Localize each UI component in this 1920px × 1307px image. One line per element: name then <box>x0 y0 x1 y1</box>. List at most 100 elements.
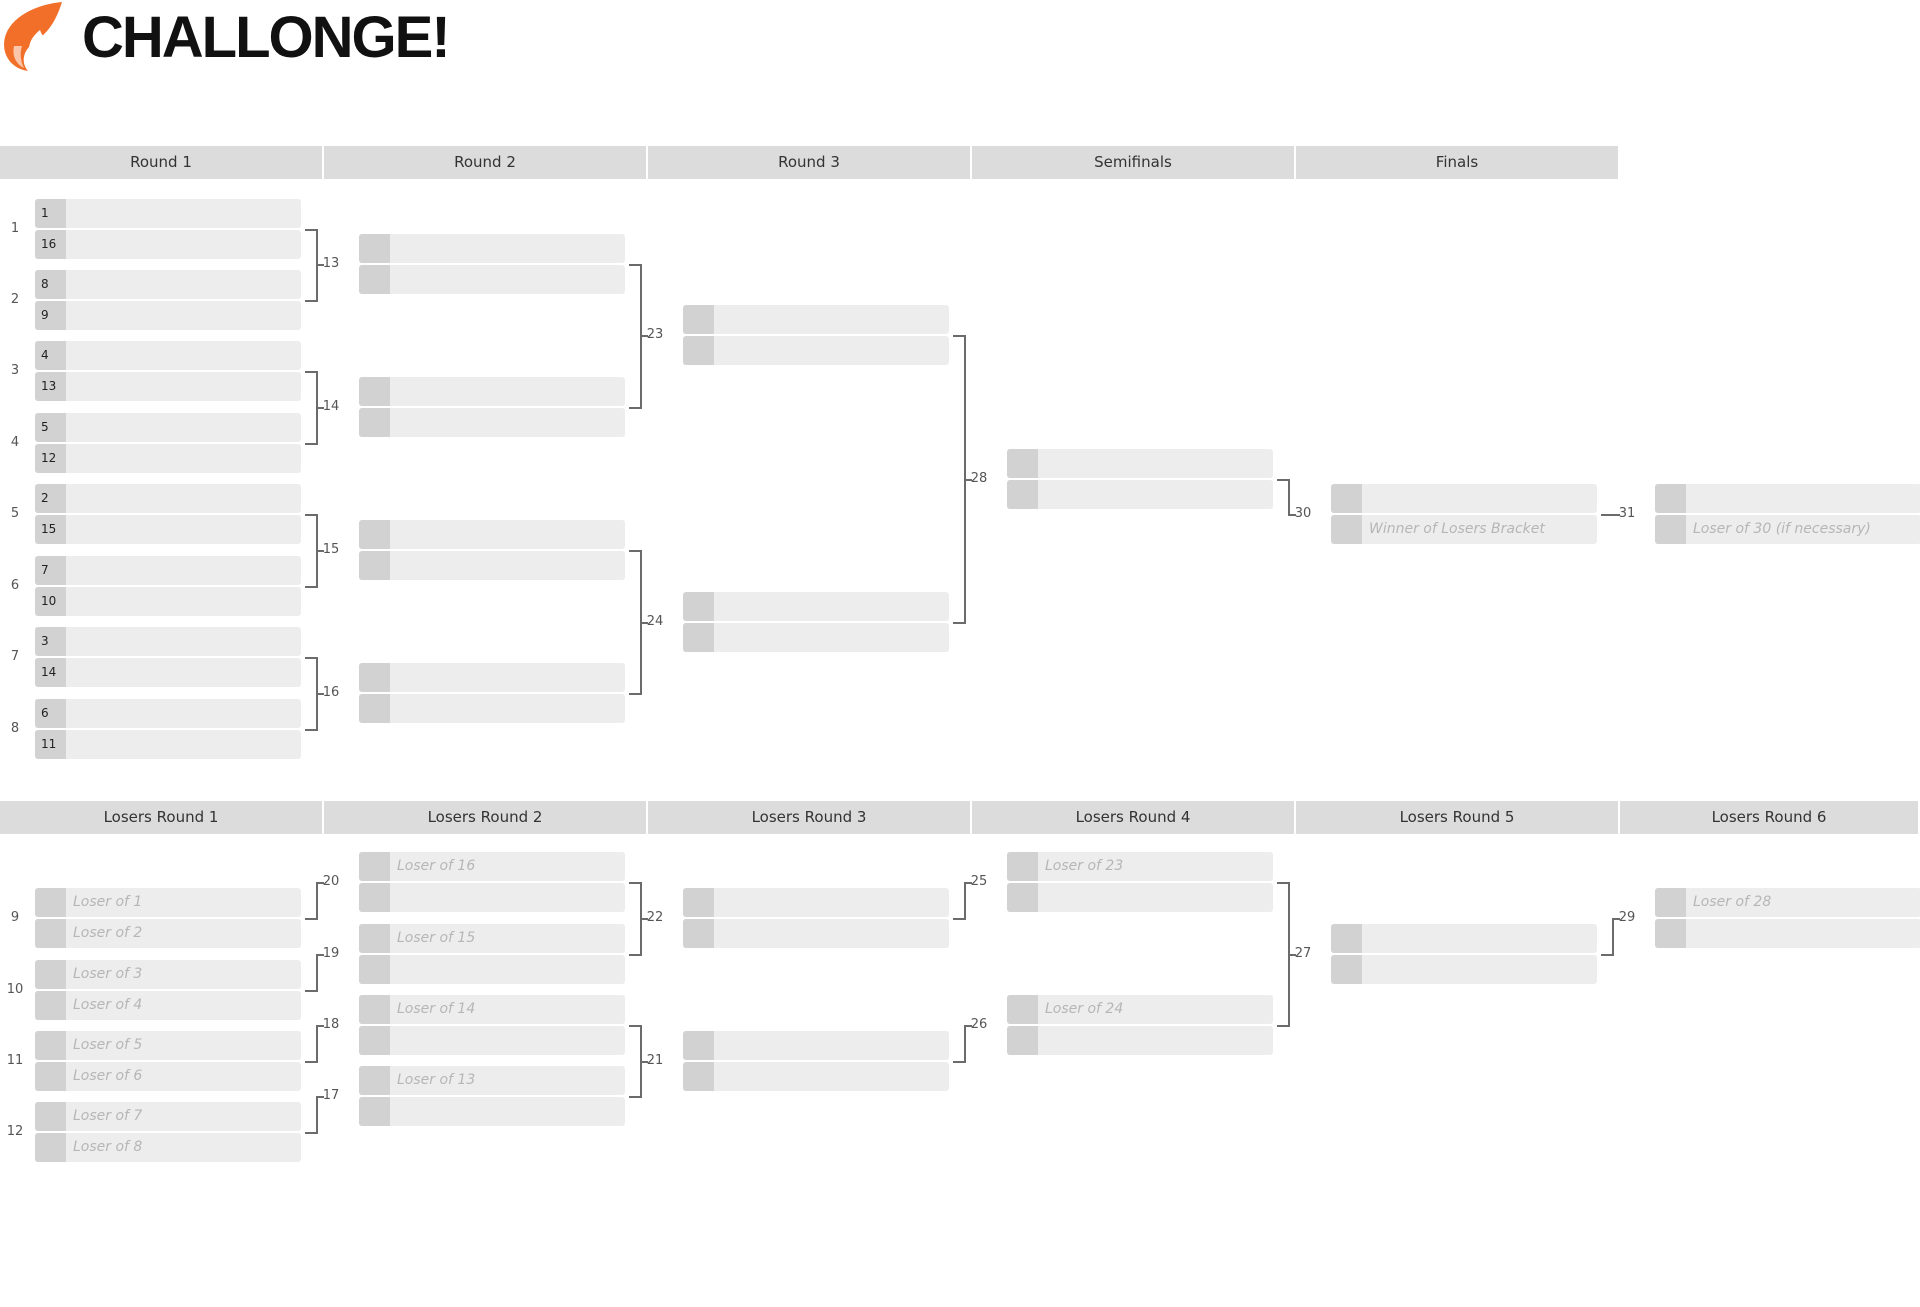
player-slot[interactable] <box>683 888 949 917</box>
player-slot[interactable] <box>359 1097 625 1126</box>
player-slot[interactable]: 3 <box>35 627 301 656</box>
challonge-logo[interactable]: CHALLONGE! <box>0 0 451 76</box>
match-number: 25 <box>970 874 988 889</box>
player-slot[interactable]: Loser of 24 <box>1007 995 1273 1024</box>
player-slot[interactable] <box>1007 1026 1273 1055</box>
match-card[interactable] <box>683 1031 949 1091</box>
match-card[interactable]: Loser of 13 <box>359 1066 625 1126</box>
player-slot[interactable] <box>683 1062 949 1091</box>
player-slot[interactable] <box>359 694 625 723</box>
player-slot[interactable]: 14 <box>35 658 301 687</box>
player-slot[interactable]: 16 <box>35 230 301 259</box>
bracket-connector <box>305 229 317 231</box>
player-slot[interactable]: Loser of 14 <box>359 995 625 1024</box>
match-card[interactable] <box>359 234 625 294</box>
player-slot[interactable] <box>683 919 949 948</box>
match-card[interactable]: Loser of 14 <box>359 995 625 1055</box>
player-slot[interactable] <box>359 520 625 549</box>
player-slot[interactable] <box>359 234 625 263</box>
match-card[interactable] <box>1331 924 1597 984</box>
match-card[interactable]: Loser of 23 <box>1007 852 1273 912</box>
player-slot[interactable]: Loser of 23 <box>1007 852 1273 881</box>
player-slot[interactable]: 12 <box>35 444 301 473</box>
match-card[interactable] <box>359 520 625 580</box>
player-slot[interactable]: 7 <box>35 556 301 585</box>
player-slot[interactable]: Loser of 13 <box>359 1066 625 1095</box>
player-slot[interactable]: Loser of 2 <box>35 919 301 948</box>
player-slot[interactable]: Winner of Losers Bracket <box>1331 515 1597 544</box>
match-card[interactable]: Loser of 15 <box>359 924 625 984</box>
player-slot[interactable]: Loser of 1 <box>35 888 301 917</box>
player-slot[interactable] <box>359 377 625 406</box>
match-card[interactable] <box>683 888 949 948</box>
player-slot[interactable]: Loser of 4 <box>35 991 301 1020</box>
player-slot[interactable] <box>1331 924 1597 953</box>
player-slot[interactable] <box>683 305 949 334</box>
player-slot[interactable]: Loser of 8 <box>35 1133 301 1162</box>
player-slot[interactable] <box>359 883 625 912</box>
player-slot[interactable]: 4 <box>35 341 301 370</box>
match-card[interactable] <box>1007 449 1273 509</box>
player-slot[interactable]: 5 <box>35 413 301 442</box>
player-slot[interactable] <box>1007 480 1273 509</box>
player-slot[interactable] <box>359 408 625 437</box>
player-slot[interactable] <box>1007 883 1273 912</box>
match-card[interactable] <box>359 663 625 723</box>
player-slot[interactable] <box>1007 449 1273 478</box>
player-slot[interactable]: 15 <box>35 515 301 544</box>
player-slot[interactable]: 9 <box>35 301 301 330</box>
player-slot[interactable]: 2 <box>35 484 301 513</box>
player-name: Loser of 24 <box>1045 1001 1124 1017</box>
player-slot[interactable]: Loser of 16 <box>359 852 625 881</box>
player-slot[interactable]: 13 <box>35 372 301 401</box>
match-card[interactable]: Loser of 16 <box>359 852 625 912</box>
player-slot[interactable]: 1 <box>35 199 301 228</box>
player-slot[interactable]: 8 <box>35 270 301 299</box>
player-slot[interactable] <box>683 623 949 652</box>
match-card[interactable]: Loser of 24 <box>1007 995 1273 1055</box>
player-slot[interactable]: Loser of 7 <box>35 1102 301 1131</box>
player-slot[interactable]: 6 <box>35 699 301 728</box>
match-card[interactable] <box>359 377 625 437</box>
player-slot[interactable] <box>359 955 625 984</box>
player-slot[interactable] <box>359 265 625 294</box>
player-slot[interactable] <box>1655 919 1920 948</box>
match-card[interactable] <box>683 592 949 652</box>
match-card[interactable] <box>683 305 949 365</box>
winners-round-header: Semifinals <box>972 146 1296 179</box>
player-slot[interactable]: Loser of 6 <box>35 1062 301 1091</box>
player-slot[interactable] <box>1331 955 1597 984</box>
player-slot[interactable] <box>359 663 625 692</box>
seed-badge <box>359 551 390 580</box>
player-slot[interactable]: Loser of 5 <box>35 1031 301 1060</box>
bracket-connector <box>316 264 324 266</box>
player-slot[interactable] <box>359 551 625 580</box>
player-slot[interactable] <box>359 1026 625 1055</box>
player-slot[interactable] <box>683 336 949 365</box>
player-slot[interactable]: Loser of 3 <box>35 960 301 989</box>
player-slot[interactable] <box>683 592 949 621</box>
player-slot[interactable] <box>1655 484 1920 513</box>
player-slot[interactable]: Loser of 15 <box>359 924 625 953</box>
match-card[interactable]: Loser of 30 (if necessary) <box>1655 484 1920 544</box>
player-slot[interactable]: 11 <box>35 730 301 759</box>
match-card[interactable]: Loser of 28 <box>1655 888 1920 948</box>
player-slot[interactable]: Loser of 30 (if necessary) <box>1655 515 1920 544</box>
match-card[interactable]: Winner of Losers Bracket <box>1331 484 1597 544</box>
player-slot[interactable] <box>1331 484 1597 513</box>
player-slot[interactable]: Loser of 28 <box>1655 888 1920 917</box>
player-slot[interactable]: 10 <box>35 587 301 616</box>
player-slot[interactable] <box>683 1031 949 1060</box>
